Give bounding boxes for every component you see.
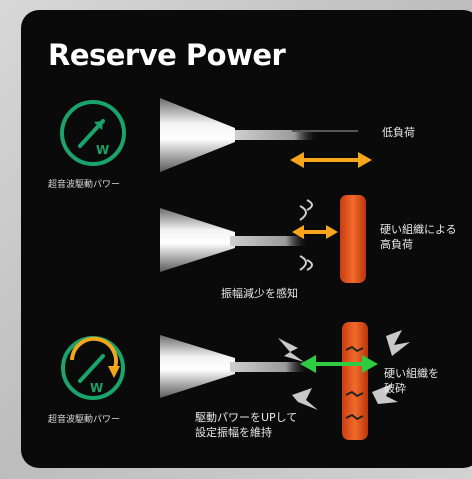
high-load-label-1: 硬い組織による (380, 223, 457, 236)
breaking-label-2: 破砕 (384, 382, 406, 395)
probe-rod (235, 130, 320, 140)
icon-letter: W (96, 143, 109, 157)
hard-tissue (342, 322, 368, 440)
breaking-label-1: 硬い組織を (384, 367, 439, 380)
scene-high-load (160, 195, 366, 283)
power-up-caption-2: 設定振幅を維持 (195, 426, 272, 439)
horn-tip (160, 208, 235, 272)
ultrasonic-power-icon: W (60, 100, 126, 166)
high-load-label-2: 高負荷 (380, 238, 413, 251)
page-title: Reserve Power (48, 38, 286, 72)
power-up-caption-1: 駆動パワーをUPして (195, 411, 298, 424)
scene-low-load (160, 98, 372, 172)
horn-tip (160, 335, 235, 398)
spark (292, 388, 318, 410)
horn-tip (160, 98, 235, 172)
amplitude-caption: 振幅減少を感知 (221, 287, 298, 300)
icon-letter: W (90, 381, 103, 395)
probe-rod (230, 236, 310, 246)
hard-tissue (340, 195, 366, 283)
scene-breaking (160, 322, 410, 440)
power-label: 超音波駆動パワー (48, 180, 121, 190)
power-label: 超音波駆動パワー (48, 415, 121, 425)
spark (278, 338, 304, 362)
spark (372, 384, 398, 404)
spark (386, 330, 410, 356)
probe-rod (230, 362, 310, 372)
low-load-label: 低負荷 (382, 126, 415, 139)
boosted-power-icon: W (61, 336, 125, 400)
